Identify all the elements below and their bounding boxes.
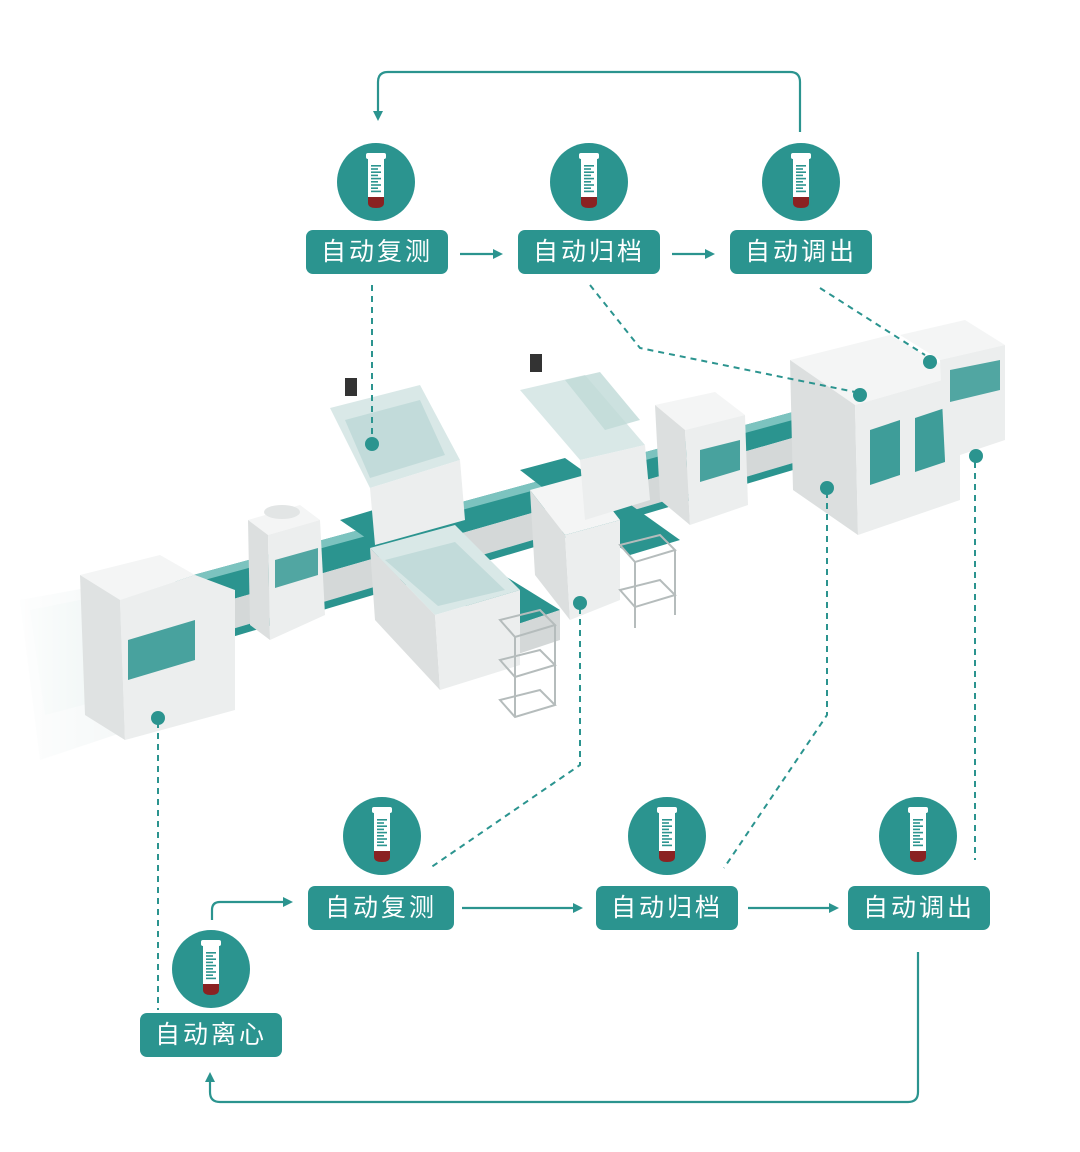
analyzer-back-left [330, 378, 465, 545]
flow-lines [205, 70, 920, 1104]
bottom-return-arrow [205, 952, 920, 1104]
bottom-retest-label: 自动复测 [308, 886, 454, 930]
bottom-centrifuge-label: 自动离心 [140, 1013, 282, 1057]
rack-cart-front [498, 608, 557, 719]
centrifuge-tower [530, 475, 620, 620]
sample-tube-icon [908, 807, 928, 862]
bottom-archive-tube-icon [628, 797, 706, 875]
analyzer-front [370, 525, 520, 690]
sample-tube-icon [791, 153, 811, 208]
retrieval-module [900, 320, 1005, 463]
sample-tube-icon [372, 807, 392, 862]
top-retrieve-label: 自动调出 [730, 230, 872, 274]
sample-tube-icon [657, 807, 677, 862]
leader-lines [157, 284, 976, 1010]
sample-tube-icon [579, 153, 599, 208]
top-archive-tube-icon [550, 143, 628, 221]
sample-tube-icon [366, 153, 386, 208]
bottom-retrieve-tube-icon [879, 797, 957, 875]
top-retest-label: 自动复测 [306, 230, 448, 274]
sample-tube-icon [201, 940, 221, 995]
bottom-retest-tube-icon [343, 797, 421, 875]
aliquot-module [248, 505, 325, 640]
top-retrieve-tube-icon [762, 143, 840, 221]
top-return-arrow [373, 70, 802, 132]
bottom-archive-label: 自动归档 [596, 886, 738, 930]
rack-cart-right [618, 533, 677, 628]
analyzer-back-middle [520, 354, 650, 520]
top-retest-tube-icon [337, 143, 415, 221]
bottom-arrow-start [210, 897, 293, 920]
archive-module [655, 392, 748, 525]
centrifuge-machine [80, 555, 235, 740]
top-archive-label: 自动归档 [518, 230, 660, 274]
bottom-centrifuge-tube-icon [172, 930, 250, 1008]
bottom-retrieve-label: 自动调出 [848, 886, 990, 930]
